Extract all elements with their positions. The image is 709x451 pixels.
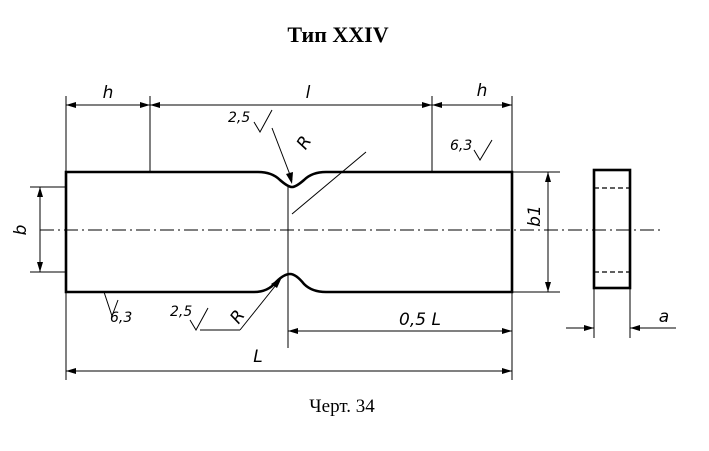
dimension-h-left: h (65, 83, 151, 172)
label-half-l: 0,5 L (399, 310, 441, 330)
dimension-b1: b1 (512, 171, 560, 293)
dimension-a: a (566, 288, 676, 338)
label-r-bottom: R (226, 306, 249, 327)
dimension-l-total: L (65, 292, 512, 380)
dimension-half-l: 0,5 L (287, 274, 513, 380)
dimension-h-right: h (432, 81, 513, 172)
label-l: l (306, 83, 311, 103)
label-b1: b1 (525, 205, 545, 227)
label-h-left: h (103, 83, 114, 103)
roughness-top-right: 6,3 (450, 138, 493, 161)
label-a: a (659, 307, 669, 327)
label-l-total: L (253, 347, 262, 367)
roughness-bottom-mid: 2,5 (170, 304, 240, 332)
roughness-top-left: 2,5 (228, 109, 273, 134)
drawing-title: Тип XXIV (287, 22, 388, 47)
side-view (592, 168, 632, 290)
roughness-bottom-left: 6,3 (103, 291, 132, 326)
dimension-l: l (150, 83, 433, 172)
specimen-outline (64, 170, 514, 294)
neck-leader (291, 151, 367, 215)
roughness-bottom-left-value: 6,3 (110, 310, 132, 326)
roughness-bottom-mid-value: 2,5 (170, 304, 192, 320)
label-r-top: R (293, 132, 316, 153)
label-h-right: h (477, 81, 488, 101)
roughness-top-left-value: 2,5 (228, 110, 250, 126)
radius-bottom: R (226, 277, 282, 331)
roughness-top-right-value: 6,3 (450, 138, 472, 154)
label-b: b (11, 225, 31, 236)
drawing-caption: Черт. 34 (309, 396, 375, 417)
dimension-b: b (11, 186, 66, 273)
